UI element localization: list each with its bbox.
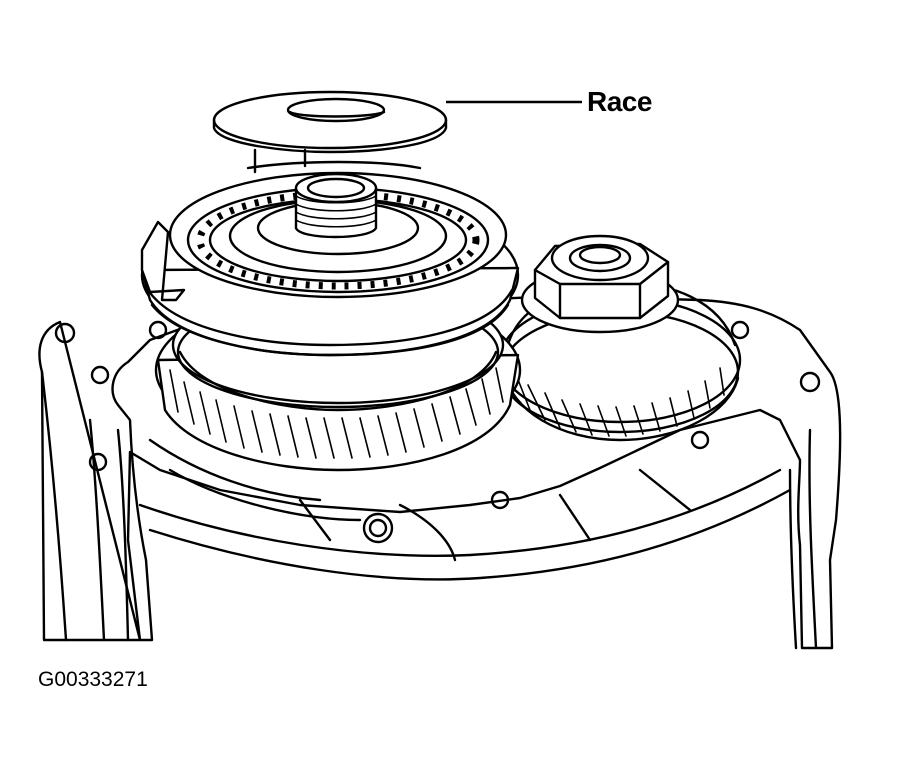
race-washer	[212, 90, 448, 154]
helical-gear-teeth	[169, 367, 504, 459]
race-label: Race	[587, 86, 652, 117]
counter-gear	[498, 234, 742, 442]
figure-id: G00333271	[38, 668, 148, 691]
main-gear-stack	[140, 148, 522, 472]
